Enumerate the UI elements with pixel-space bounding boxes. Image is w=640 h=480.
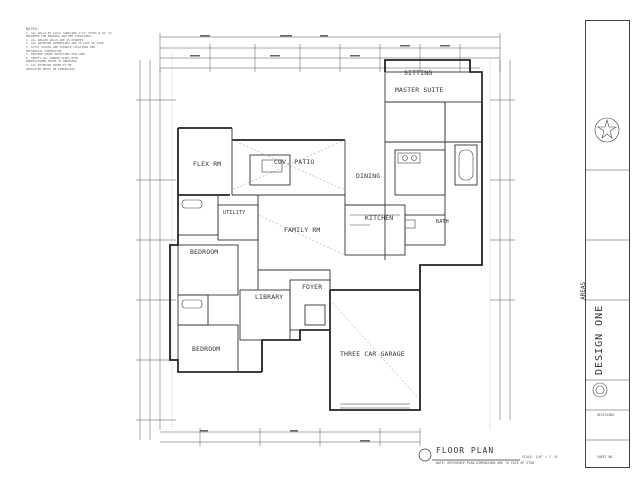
room-label-kitchen: KITCHEN bbox=[365, 214, 394, 222]
room-label-utility: UTILITY bbox=[223, 210, 246, 216]
room-label-library: LIBRARY bbox=[255, 293, 284, 301]
title-block-revisions: REVISIONS bbox=[597, 413, 615, 417]
room-label-foyer: FOYER bbox=[302, 283, 323, 291]
note-line: 1. ALL WALLS BY LOCAL SUPPLIER 2"x4" STU… bbox=[26, 30, 112, 35]
room-label-bath: BATH bbox=[436, 219, 449, 225]
note-line: 4. ATTIC ACCESS AND FURNACE LOCATIONS PE… bbox=[26, 44, 96, 49]
note-line: 7. ALL EXTERIOR DOORS TO BE bbox=[26, 62, 72, 67]
plan-scale: SCALE: 1/8" = 1'-0" bbox=[522, 455, 559, 459]
note-line: MANUFACTURER PRIOR TO ORDERING bbox=[26, 59, 77, 64]
note-line: 2. ALL ANGLED WALLS ARE 45 DEGREES bbox=[26, 37, 84, 42]
note-line: 6. VERIFY ALL WINDOW SIZES WITH bbox=[26, 55, 79, 60]
room-label-bedroom-bottom: BEDROOM bbox=[192, 345, 221, 353]
note-line: MECHANICAL CONTRACTOR bbox=[26, 48, 62, 53]
title-block bbox=[585, 20, 630, 468]
room-label-master-suite: MASTER SUITE bbox=[395, 86, 444, 94]
room-label-dining: DINING bbox=[356, 172, 381, 180]
title-block-firm: DESIGN ONE bbox=[594, 304, 605, 375]
title-block-sheet: SHEET NO. bbox=[597, 455, 615, 459]
room-label-family-rm: FAMILY RM bbox=[284, 226, 321, 234]
note-line: 3. ALL INTERIOR DIMENSIONS ARE TO FACE O… bbox=[26, 41, 104, 46]
room-label-cov-patio: COV. PATIO bbox=[274, 158, 315, 166]
plan-subtitle: NOTE: REFERENCE PLAN DIMENSIONS ARE TO F… bbox=[436, 461, 534, 465]
room-label-sitting: SITTING bbox=[404, 69, 433, 77]
room-label-bedroom: BEDROOM bbox=[190, 248, 219, 256]
note-line: REQUIRED FOR BEARING AND PER STRUCTURAL bbox=[26, 34, 92, 39]
room-label-flex-rm: FLEX RM bbox=[193, 160, 222, 168]
general-notes: NOTES: 1. ALL WALLS BY LOCAL SUPPLIER 2"… bbox=[26, 27, 126, 71]
plan-title: FLOOR PLAN bbox=[436, 446, 495, 455]
title-block-areas: AREAS bbox=[580, 281, 587, 300]
notes-heading: NOTES: bbox=[26, 27, 39, 31]
note-line: 5. PROVIDE SMOKE DETECTORS PER CODE bbox=[26, 52, 85, 57]
room-label-garage: THREE CAR GARAGE bbox=[340, 350, 405, 358]
note-line: INSULATED METAL OR FIBERGLASS bbox=[26, 66, 75, 71]
